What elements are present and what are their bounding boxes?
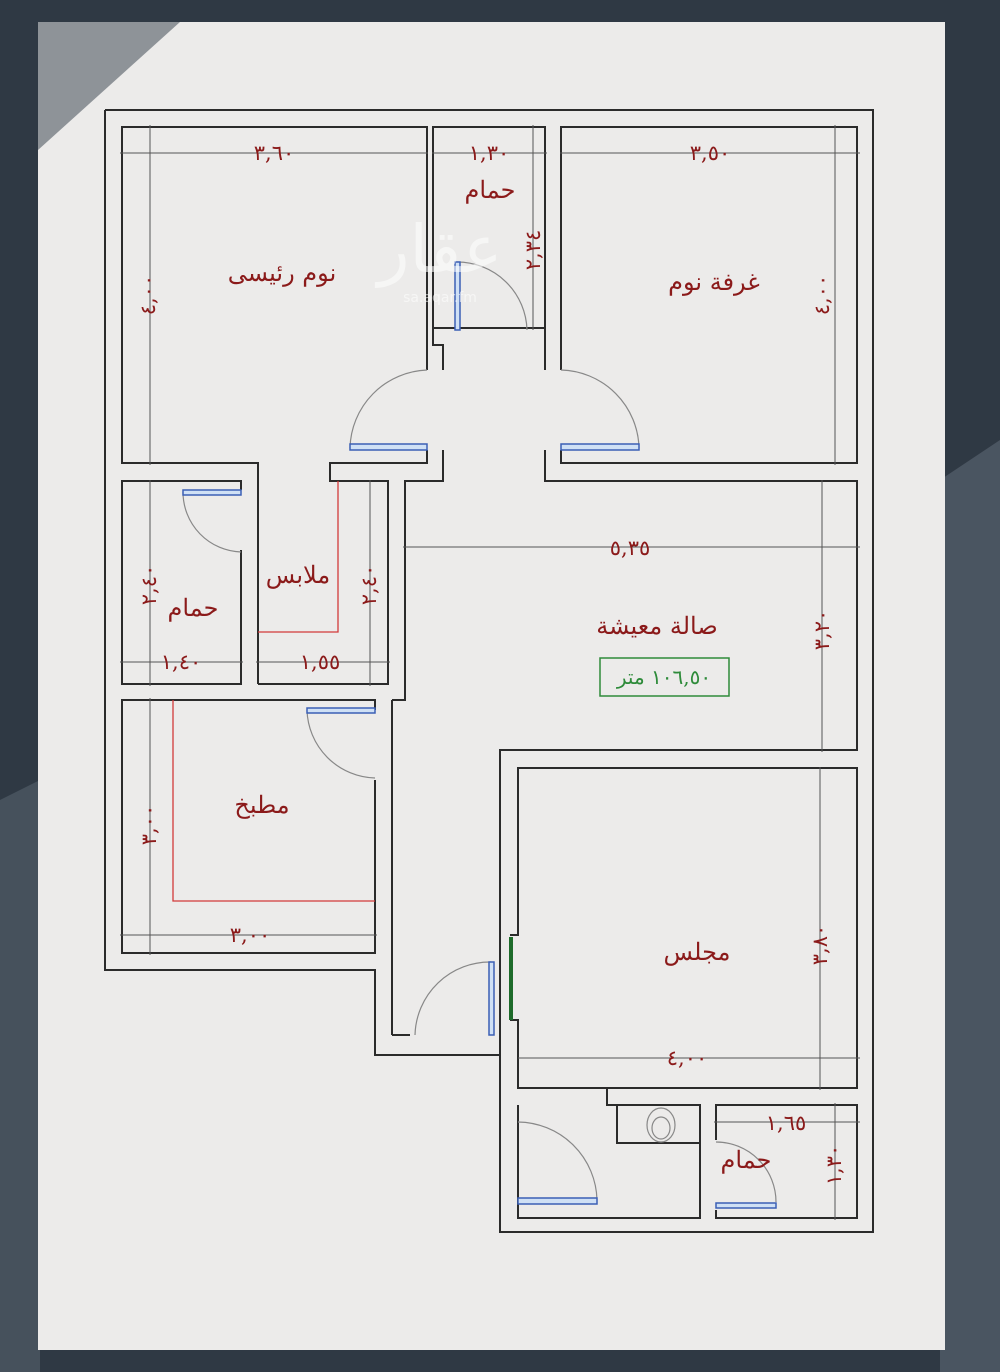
door-entry-hall[interactable]: [517, 1121, 598, 1201]
door-leaf-kitchen: [306, 707, 376, 714]
dim-bedroom-width: ٣,٥٠: [690, 141, 731, 165]
room-label-living: صالة معيشة: [596, 612, 717, 640]
dim-living-width: ٥,٣٥: [610, 536, 651, 560]
room-label-bedroom: غرفة نوم: [668, 268, 760, 296]
room-label-kitchen: مطبخ: [234, 791, 289, 819]
door-left-bathroom[interactable]: [182, 491, 242, 553]
door-leaf-bottom-bath: [715, 1202, 777, 1209]
master-bedroom-walls: [121, 126, 428, 684]
room-label-master-bedroom: نوم رئيسى: [228, 259, 337, 287]
paper-shadow-corner: [38, 22, 180, 150]
living-area-value: ١٠٦,٥٠ متر: [616, 665, 711, 689]
dim-bottom-bath-width: ١,٦٥: [766, 1111, 807, 1135]
door-bedroom[interactable]: [560, 369, 640, 449]
corridor-wall-left: [432, 126, 546, 370]
dim-closet-height: ٢,٤٠: [357, 565, 381, 606]
toilet-icon: [646, 1107, 676, 1143]
corridor-wall-left-lower: [392, 450, 444, 701]
dim-master-width: ٣,٦٠: [254, 141, 295, 165]
door-master-bedroom[interactable]: [349, 369, 428, 449]
door-leaf-left-bath: [182, 489, 242, 496]
toilet-seat-icon: [651, 1116, 671, 1140]
closet-shelf: [258, 481, 339, 633]
dimension-lines: [120, 125, 860, 1220]
watermark-logo: عقار: [375, 211, 503, 288]
door-leaf-bedroom: [560, 443, 640, 451]
majlis-walls: [510, 767, 858, 1089]
dim-kitchen-height: ٣,٠٠: [137, 805, 161, 846]
room-label-bottom-bathroom: حمام: [721, 1146, 772, 1174]
room-label-top-bathroom: حمام: [465, 176, 516, 204]
dim-master-height: ٤,٠٠: [136, 275, 160, 316]
dim-majlis-width: ٤,٠٠: [667, 1046, 708, 1070]
door-top-bathroom[interactable]: [456, 261, 528, 331]
bedroom-walls: [560, 126, 858, 464]
dim-bedroom-height: ٤,٠٠: [810, 275, 834, 316]
kitchen-counter: [172, 700, 375, 902]
door-bottom-bathroom[interactable]: [715, 1141, 777, 1203]
door-entrance[interactable]: [414, 961, 492, 1036]
dim-left-bath-width: ١,٤٠: [161, 650, 202, 674]
toilet-fixture: [616, 1104, 701, 1144]
door-leaf-entry: [517, 1197, 598, 1205]
watermark-site: sa.aqar.fm: [403, 290, 477, 306]
master-closet-ledge: [258, 450, 428, 685]
room-label-majlis: مجلس: [664, 938, 731, 966]
dim-majlis-height: ٣,٨٠: [808, 925, 832, 966]
room-label-left-bathroom: حمام: [168, 594, 219, 622]
bottom-bath-walls: [715, 1104, 858, 1219]
door-kitchen[interactable]: [306, 709, 376, 779]
room-label-closet: ملابس: [266, 561, 330, 589]
dim-top-bath-width: ١,٣٠: [469, 141, 510, 165]
door-leaf-top-bath: [454, 261, 461, 331]
paper-sheet: [38, 22, 945, 1350]
dim-top-bath-height: ٢,٣٤: [521, 230, 545, 271]
living-walls: [499, 450, 858, 1055]
dim-bottom-bath-height: ١,٣٠: [822, 1145, 846, 1186]
living-area-box: [599, 657, 730, 697]
dim-kitchen-width: ٣,٠٠: [230, 923, 271, 947]
dim-left-bath-height: ٢,٤٠: [137, 565, 161, 606]
kitchen-walls: [121, 699, 376, 954]
dim-living-height: ٣,٢٠: [810, 610, 834, 651]
door-leaf-entrance: [488, 961, 495, 1036]
dim-closet-width: ١,٥٥: [300, 650, 341, 674]
door-leaf-master: [349, 443, 428, 451]
